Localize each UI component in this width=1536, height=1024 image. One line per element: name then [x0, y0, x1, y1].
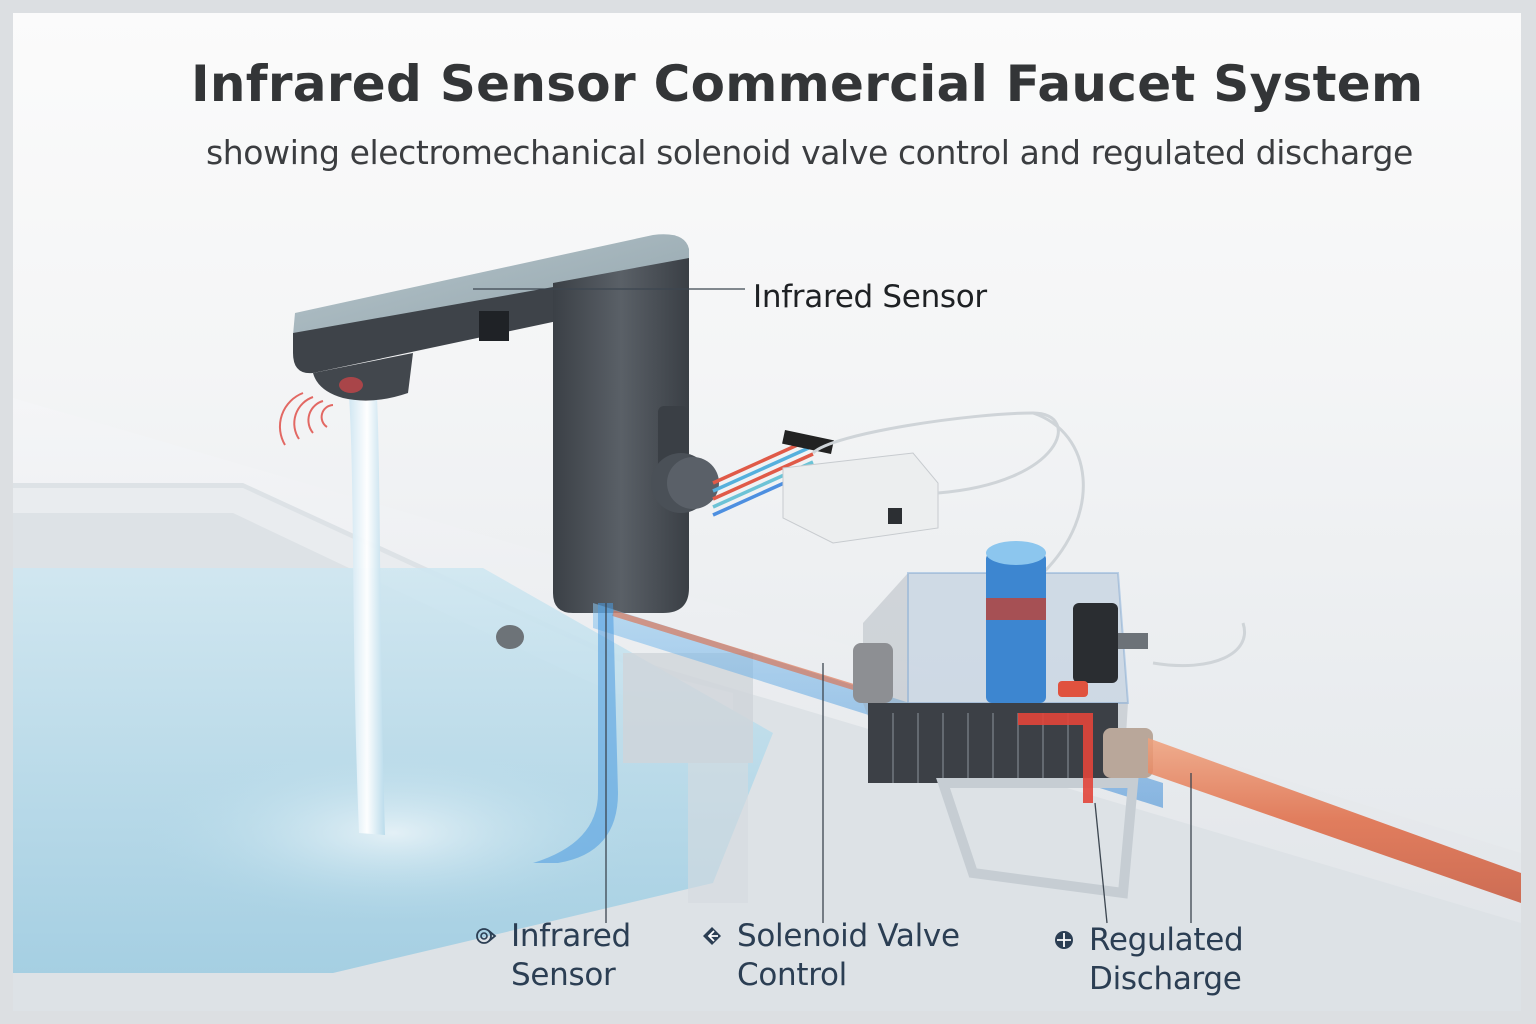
- diamond-arrow-left-icon: [703, 927, 721, 945]
- legend-label-line2: Control: [737, 957, 847, 993]
- crosshair-circle-icon: [1055, 931, 1073, 949]
- callout-infrared-sensor: Infrared Sensor: [753, 279, 987, 315]
- legend-label-line1: Regulated: [1089, 922, 1244, 958]
- page-title: Infrared Sensor Commercial Faucet System: [191, 55, 1424, 113]
- legend-item-infrared-sensor: Infrared Sensor: [475, 917, 631, 995]
- legend-label-line2: Discharge: [1089, 961, 1242, 997]
- infrared-signal-icon: [476, 928, 497, 944]
- legend-label-line1: Infrared: [511, 918, 631, 954]
- faucet-illustration: [13, 234, 1521, 1011]
- legend-item-regulated-discharge: Regulated Discharge: [1053, 921, 1244, 999]
- page-subtitle: showing electromechanical solenoid valve…: [206, 133, 1413, 172]
- legend-label-line2: Sensor: [511, 957, 616, 993]
- legend-item-solenoid-valve-control: Solenoid Valve Control: [701, 917, 960, 995]
- leader-lines: [473, 288, 1192, 924]
- diagram-frame: Infrared Sensor Commercial Faucet System…: [13, 13, 1521, 1011]
- legend-label-line1: Solenoid Valve: [737, 918, 960, 954]
